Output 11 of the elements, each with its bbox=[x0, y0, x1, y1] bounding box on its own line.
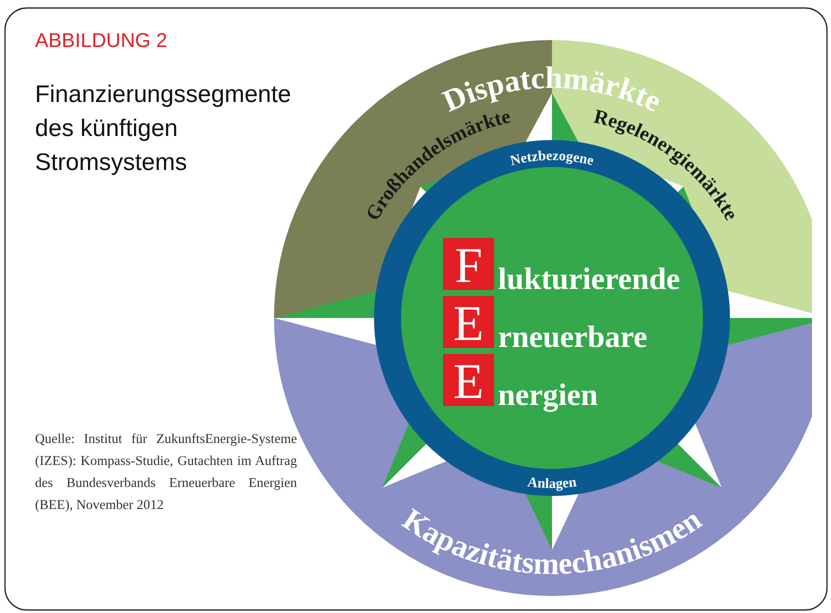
word-label: lukturierende bbox=[498, 261, 680, 296]
ring-label: Anlagen bbox=[526, 475, 578, 492]
source-note: Quelle: Institut für ZukunftsEnergie-Systeme (IZES): Kompass-Studie, Gutachten im Auftrag des Bundesverbands Erneuerbare Energien (BEE), November 2012 bbox=[35, 430, 297, 514]
letter-tile: E bbox=[443, 353, 494, 409]
figure-number: ABBILDUNG 2 bbox=[35, 30, 168, 53]
ring-label: Netzbezogene bbox=[509, 148, 596, 170]
letter-tile: F bbox=[443, 237, 494, 293]
figure-title: Finanzierungssegmente des künftigen Stromsystems bbox=[35, 80, 292, 178]
word-label: rneuerbare bbox=[498, 319, 648, 354]
letter-tile: E bbox=[443, 295, 494, 351]
word-label: nergien bbox=[498, 377, 598, 412]
